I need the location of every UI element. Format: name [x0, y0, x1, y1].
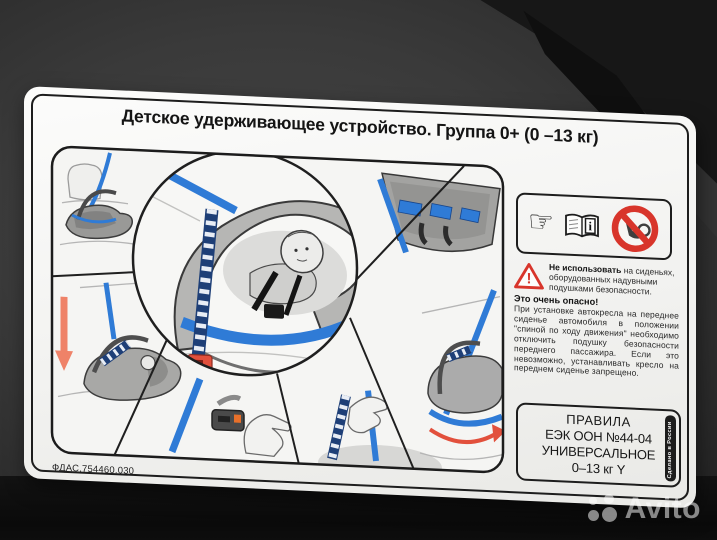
warning-line-1: Не использовать на сиденьях, оборудованн…: [549, 261, 675, 297]
panel-rear-seat-install: [59, 152, 135, 246]
manual-icons-box: ☞ i: [516, 192, 672, 261]
avito-watermark-text: Avito: [624, 492, 701, 525]
installation-diagram: [50, 145, 505, 474]
panel-baby-in-seat: [131, 149, 359, 377]
made-in-russia-strip: Сделано в России: [665, 415, 676, 482]
manual-letter: i: [588, 219, 592, 233]
warning-exclamation: !: [527, 270, 532, 287]
warning-body-text: При установке автокресла на переднее сид…: [514, 303, 679, 379]
made-in-russia-text: Сделано в России: [666, 421, 673, 479]
panel-belt-lock: [318, 390, 442, 473]
part-number: ФДАС.754460.030: [52, 462, 135, 478]
airbag-warning: ! Не использовать на сиденьях, оборудова…: [514, 261, 679, 381]
pointing-hand-icon: ☞: [528, 203, 554, 240]
approval-box: ПРАВИЛА ЕЭК ООН №44-04 УНИВЕРСАЛЬНОЕ 0–1…: [516, 402, 681, 488]
panel-seat-underside: [377, 172, 501, 254]
warning-triangle-icon: !: [514, 263, 544, 290]
panel-dividers: [52, 165, 465, 471]
panel-buckle-belt: [168, 377, 292, 458]
approval-line-4: 0–13 кг Y: [571, 459, 626, 478]
avito-logo-icon: [587, 494, 618, 524]
child-restraint-label: Детское удерживающее устройство. Группа …: [24, 86, 696, 509]
avito-watermark: Avito: [587, 490, 701, 528]
instruction-manual-icon: i: [565, 213, 599, 238]
no-front-airbag-icon: [611, 204, 659, 252]
panel-belt-routing: [419, 289, 503, 460]
